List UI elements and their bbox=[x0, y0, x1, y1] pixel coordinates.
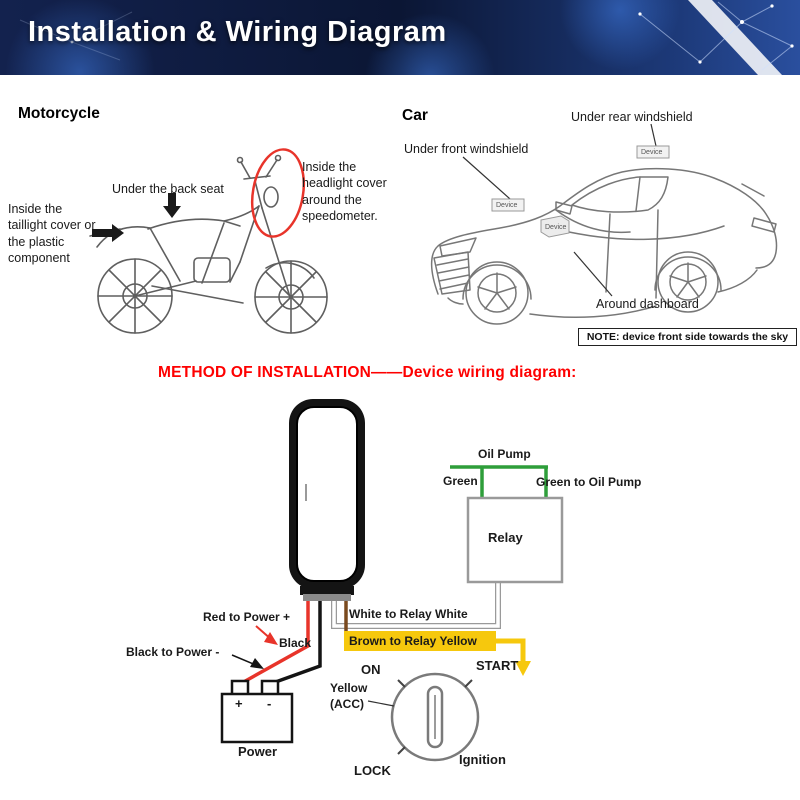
yellow-acc-label: Yellow (ACC) bbox=[330, 681, 368, 711]
ignition-start-label: START bbox=[476, 658, 519, 673]
red-pointer-line bbox=[255, 625, 273, 641]
power-label: Power bbox=[238, 744, 278, 759]
method-title: METHOD OF INSTALLATION——Device wiring di… bbox=[158, 364, 577, 381]
rear-windshield-note: Under rear windshield bbox=[571, 110, 693, 124]
ignition-switch-drawing bbox=[367, 672, 480, 762]
car-section-title: Car bbox=[402, 107, 428, 124]
headlight-note: Inside the headlight cover around the sp… bbox=[302, 160, 387, 223]
battery-drawing bbox=[220, 679, 294, 744]
dashboard-note: Around dashboard bbox=[596, 297, 699, 311]
car-device-markers bbox=[491, 145, 670, 238]
green-wire-label: Green bbox=[443, 474, 478, 488]
black-pointer-line bbox=[231, 654, 259, 667]
battery-plus-label: + bbox=[235, 696, 243, 711]
red-to-power-label: Red to Power + bbox=[203, 610, 291, 624]
white-to-relay-label: White to Relay White bbox=[349, 607, 468, 621]
black-to-power-label: Black to Power - bbox=[126, 645, 220, 659]
device-drawing bbox=[289, 399, 365, 601]
taillight-note: Inside the taillight cover or the plasti… bbox=[8, 202, 96, 265]
battery-minus-label: - bbox=[267, 696, 272, 711]
device-marker-label-dash: Device bbox=[496, 202, 518, 209]
ignition-lock-label: LOCK bbox=[354, 763, 391, 778]
brown-to-relay-label: Brown to Relay Yellow bbox=[349, 634, 477, 648]
back-seat-note: Under the back seat bbox=[112, 182, 224, 196]
oil-pump-label: Oil Pump bbox=[478, 447, 531, 461]
black-wire-label: Black bbox=[279, 636, 312, 650]
taillight-arrow bbox=[92, 224, 124, 242]
relay-label: Relay bbox=[488, 530, 523, 545]
header-banner: Installation & Wiring Diagram bbox=[0, 0, 800, 147]
motorcycle-section-title: Motorcycle bbox=[18, 105, 100, 122]
front-windshield-note: Under front windshield bbox=[404, 142, 529, 156]
headlight-highlight-ellipse bbox=[250, 148, 306, 238]
red-pointer-arrow bbox=[264, 632, 278, 645]
green-to-oil-pump-label: Green to Oil Pump bbox=[536, 475, 642, 489]
device-marker-label-console: Device bbox=[545, 224, 567, 231]
header-plexus-dots bbox=[70, 4, 794, 64]
black-pointer-arrow bbox=[250, 658, 264, 669]
device-marker-label-rear: Device bbox=[641, 149, 663, 156]
ignition-label: Ignition bbox=[459, 752, 506, 767]
header-diagonal-streak bbox=[688, 0, 782, 75]
sky-note-box: NOTE: device front side towards the sky bbox=[578, 328, 797, 346]
ignition-on-label: ON bbox=[361, 662, 381, 677]
page-title: Installation & Wiring Diagram bbox=[28, 16, 447, 48]
